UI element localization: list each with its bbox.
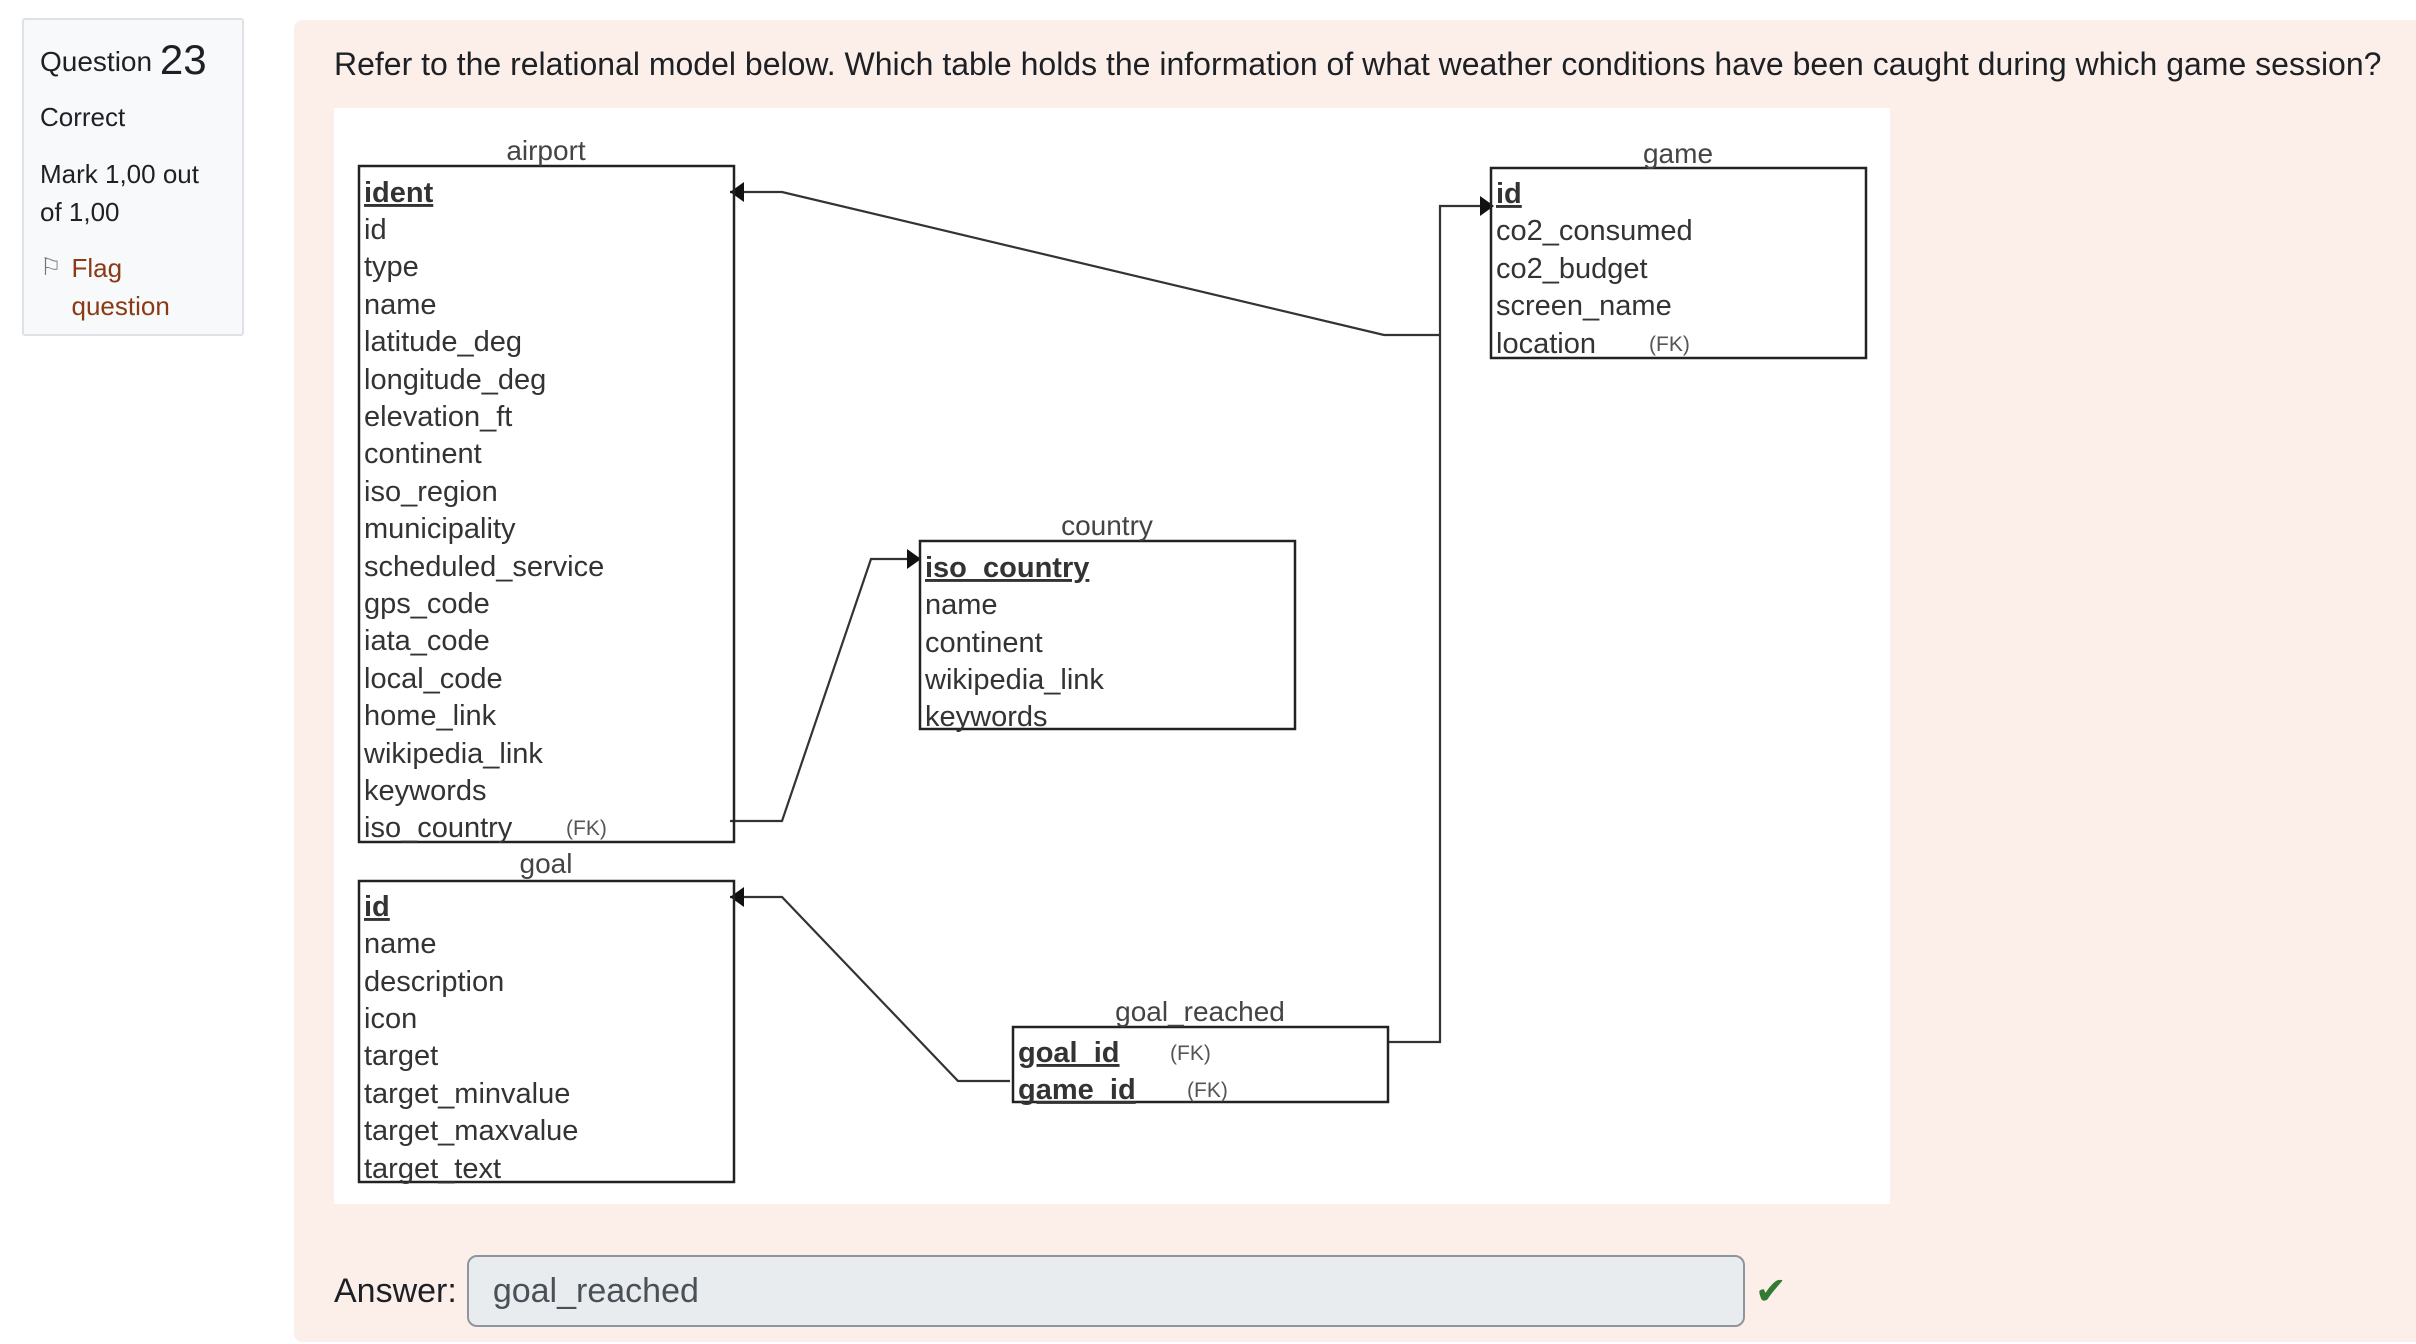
relation-airport-country: [730, 557, 907, 823]
goal-reached-table: [1011, 1025, 1390, 1104]
question-number: Question 23: [40, 36, 226, 84]
goal-field: target_maxvalue: [364, 1115, 578, 1147]
answer-input[interactable]: [466, 1255, 1745, 1327]
fk-marker: (FK): [1649, 333, 1690, 356]
airport-field: ident: [364, 177, 434, 209]
relation-game-airport: [730, 190, 1440, 337]
goal-field: icon: [364, 1003, 417, 1035]
country-title: country: [1061, 510, 1153, 541]
airport-field: name: [364, 289, 437, 321]
relation-goalreached-game: [1388, 204, 1480, 1044]
question-content: Refer to the relational model below. Whi…: [294, 20, 2416, 1342]
airport-field: longitude_deg: [364, 364, 546, 396]
arrowhead-airport: [730, 182, 744, 202]
airport-field: wikipedia_link: [363, 738, 543, 770]
arrowhead-goal: [730, 887, 744, 907]
question-number-value: 23: [159, 36, 207, 83]
country-table: [918, 539, 1297, 731]
question-text: Refer to the relational model below. Whi…: [334, 46, 2382, 82]
goal-field: target_text: [364, 1153, 501, 1185]
game-title: game: [1643, 138, 1713, 169]
goal-title: goal: [520, 848, 573, 879]
airport-field: home_link: [364, 700, 497, 732]
question-state: Correct: [40, 102, 126, 132]
diagram-svg: airport game country goal goal_reached i…: [357, 135, 1868, 1185]
game-field: screen_name: [1496, 290, 1672, 322]
goal-field: name: [364, 928, 437, 960]
answer-label: Answer:: [334, 1271, 457, 1310]
country-field: name: [925, 589, 998, 621]
check-icon: ✔: [1754, 1270, 1787, 1313]
relation-goalreached-goal: [730, 895, 1010, 1083]
game-field: co2_budget: [1496, 253, 1648, 285]
flag-question-link[interactable]: ⚐ Flag question: [40, 249, 226, 325]
goal-field: target_minvalue: [364, 1078, 570, 1110]
airport-field: gps_code: [364, 588, 490, 620]
arrowhead-game: [1480, 196, 1494, 216]
question-grade: Mark 1,00 out of 1,00: [40, 159, 199, 227]
goal-field: description: [364, 966, 504, 998]
airport-table: [357, 164, 736, 844]
flag-question-label: Flag question: [71, 253, 170, 321]
game-table: [1489, 166, 1868, 360]
airport-field: municipality: [364, 513, 516, 545]
airport-field: iso_region: [364, 476, 498, 508]
goal-reached-field: goal_id: [1018, 1037, 1120, 1069]
airport-field: local_code: [364, 663, 503, 695]
airport-field: id: [364, 214, 387, 246]
fk-marker: (FK): [566, 817, 607, 840]
airport-field: type: [364, 251, 419, 283]
relational-model-diagram: airport game country goal goal_reached i…: [334, 108, 1890, 1204]
airport-field: scheduled_service: [364, 551, 604, 583]
airport-field: continent: [364, 438, 482, 470]
airport-field: elevation_ft: [364, 401, 512, 433]
answer-row: Answer: ✔: [334, 1252, 1787, 1330]
fk-marker: (FK): [1170, 1042, 1211, 1065]
goal-field: target: [364, 1040, 438, 1072]
country-field: keywords: [925, 701, 1048, 733]
airport-field: iso_country: [364, 812, 513, 844]
goal-reached-field: game_id: [1018, 1074, 1136, 1106]
question-info-panel: Question 23 Correct Mark 1,00 out of 1,0…: [22, 18, 244, 336]
goal-reached-title: goal_reached: [1115, 996, 1285, 1027]
airport-field: latitude_deg: [364, 326, 522, 358]
game-field: location: [1496, 328, 1596, 360]
country-field: wikipedia_link: [924, 664, 1104, 696]
country-field: continent: [925, 627, 1043, 659]
goal-table: [357, 879, 736, 1184]
airport-field: keywords: [364, 775, 487, 807]
country-field: iso_country: [925, 552, 1089, 584]
arrowhead-country: [907, 549, 921, 569]
question-label: Question: [40, 46, 153, 77]
airport-title: airport: [506, 135, 586, 166]
game-field: co2_consumed: [1496, 215, 1693, 247]
flag-icon: ⚐: [40, 254, 62, 281]
goal-field: id: [364, 891, 390, 923]
fk-marker: (FK): [1187, 1079, 1228, 1102]
game-field: id: [1496, 178, 1522, 210]
airport-field: iata_code: [364, 625, 490, 657]
